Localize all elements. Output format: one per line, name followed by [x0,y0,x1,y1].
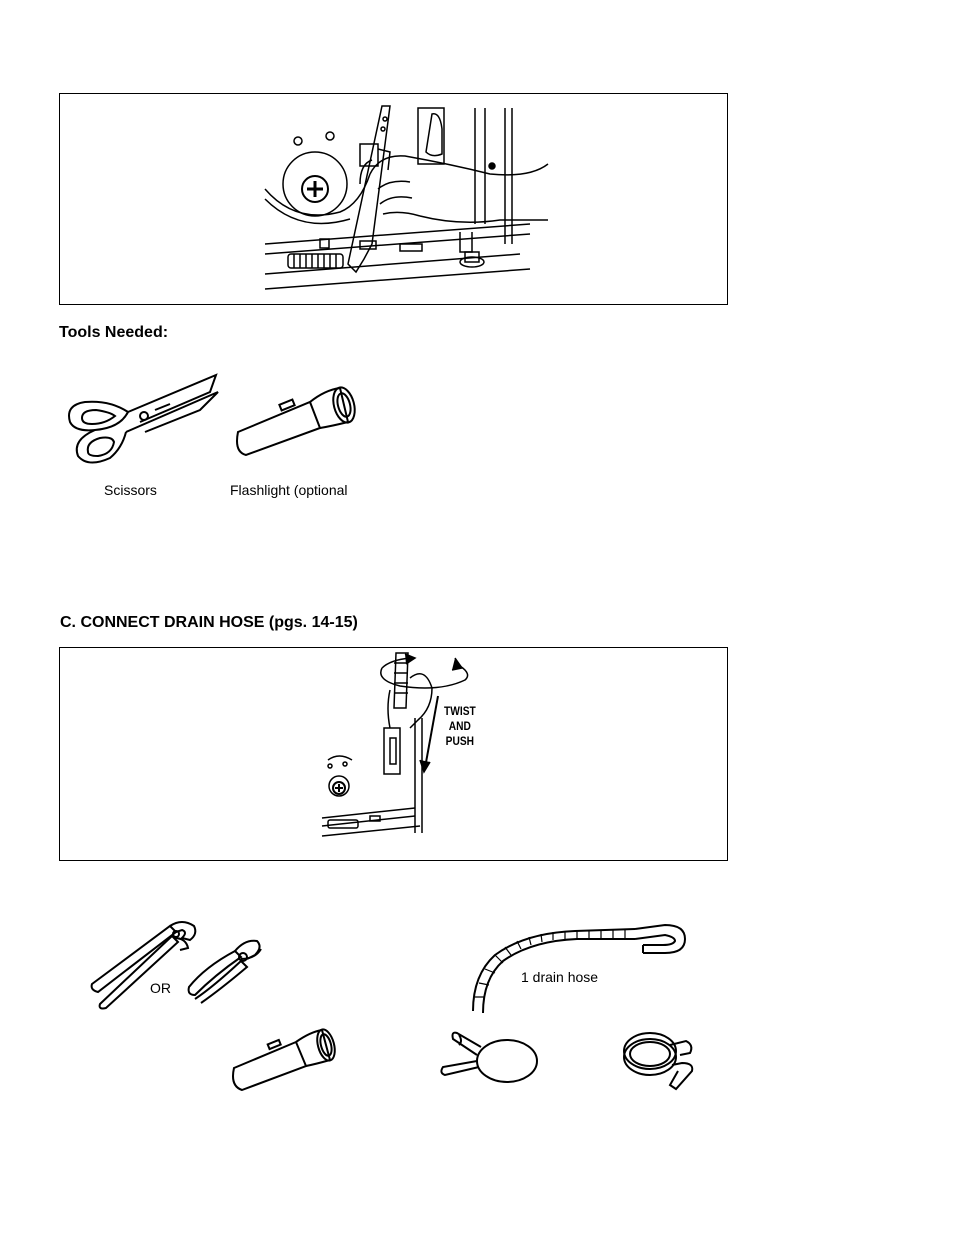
slip-joint-pliers-icon [185,937,265,1003]
twist-push-hose-illustration [60,648,729,862]
strap-removal-figure [59,93,728,305]
flashlight-icon [228,1022,338,1090]
or-label: OR [150,980,171,996]
drain-hose-label: 1 drain hose [521,969,598,985]
twist-push-callout: TWIST AND PUSH [444,704,476,749]
wire-clamp-icon [620,1027,698,1092]
hand-removing-strap-illustration [60,94,729,306]
spring-clamp-icon [437,1027,542,1087]
tools-heading: Tools Needed: [59,324,168,342]
channel-lock-pliers-icon [90,918,200,1010]
drain-hose-icon [465,915,690,1015]
flashlight-icon [230,380,360,455]
drain-hose-figure: TWIST AND PUSH [59,647,728,861]
flashlight-label: Flashlight (optional [230,482,348,498]
scissors-icon [60,370,222,467]
scissors-label: Scissors [104,482,157,498]
drain-hose-heading: C. CONNECT DRAIN HOSE (pgs. 14-15) [60,614,358,632]
